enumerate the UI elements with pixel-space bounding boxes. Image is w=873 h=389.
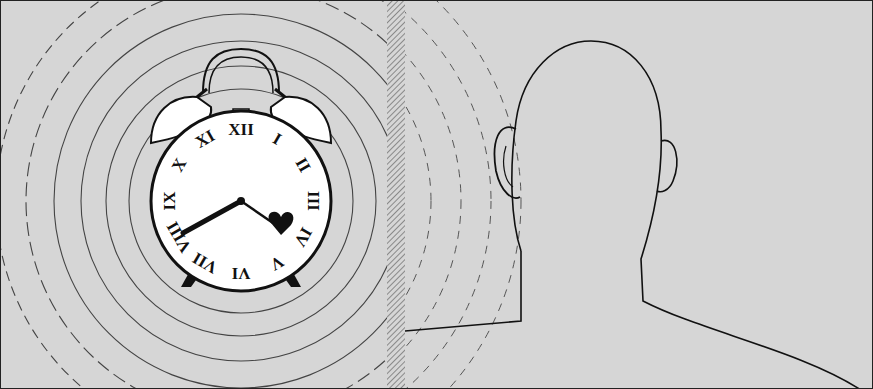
- hour-hand: [183, 201, 241, 233]
- listener-silhouette: [405, 41, 861, 389]
- sound-waves: [1, 1, 387, 389]
- clock-handle: [203, 49, 279, 93]
- clock-numeral: XII: [228, 121, 254, 138]
- clock-face: [151, 111, 331, 291]
- heart-tip: [269, 212, 294, 235]
- wall: [387, 1, 405, 389]
- clock-numeral: III: [305, 191, 322, 211]
- clock-numeral: IX: [161, 192, 178, 211]
- transmitted-waves: [405, 1, 521, 389]
- minute-hand: [241, 201, 273, 223]
- clock-numeral: VI: [232, 265, 251, 282]
